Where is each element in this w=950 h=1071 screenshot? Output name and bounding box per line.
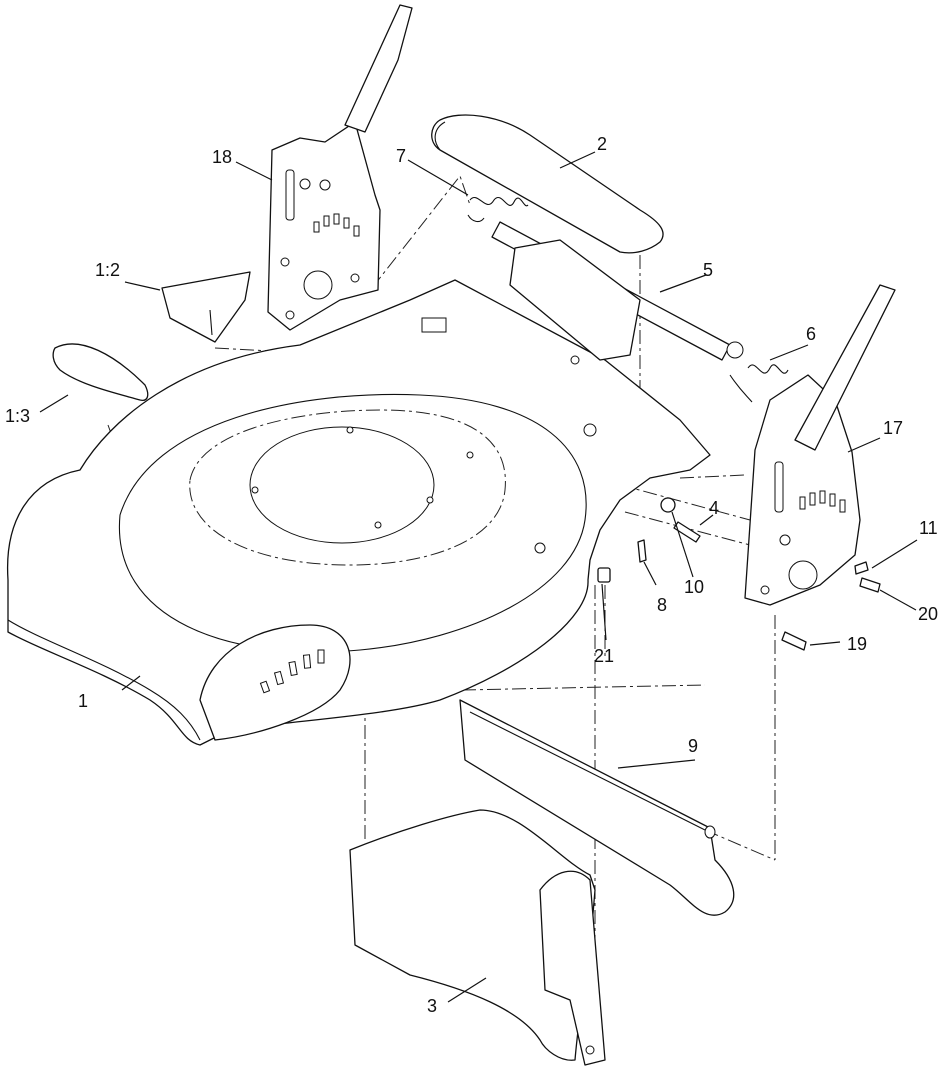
clip-20 <box>859 577 881 593</box>
left-height-lever <box>267 4 413 331</box>
callout-labels: 1 1:2 1:3 2 3 4 5 6 7 8 9 10 11 17 18 19… <box>5 134 938 1016</box>
bolt-4 <box>673 521 701 543</box>
right-lever-handle <box>794 284 896 451</box>
callout-4: 4 <box>709 498 719 518</box>
callout-21: 21 <box>594 646 614 666</box>
front-baffle <box>52 343 149 401</box>
rear-shield <box>431 114 664 254</box>
callout-7: 7 <box>396 146 406 166</box>
rear-hinge-plate <box>459 699 735 916</box>
right-height-lever <box>744 284 896 606</box>
callout-11: 11 <box>919 518 938 538</box>
right-lever-pivot <box>788 560 818 590</box>
fasteners <box>597 497 881 651</box>
rear-chute-side <box>539 870 606 1066</box>
callout-19: 19 <box>847 634 867 654</box>
callout-9: 9 <box>688 736 698 756</box>
nut-21 <box>597 567 611 583</box>
side-baffle <box>161 271 251 343</box>
rear-chute <box>349 809 606 1066</box>
callout-1: 1 <box>78 691 88 711</box>
callout-leaders <box>39 151 918 1003</box>
screw-11 <box>854 561 869 575</box>
height-adjust-rod <box>491 221 744 361</box>
bolt-8 <box>637 539 647 563</box>
callout-1-3: 1:3 <box>5 406 30 426</box>
deck-wheel-pocket <box>199 624 351 741</box>
left-lever-pivot <box>303 270 333 300</box>
bolt-19 <box>781 631 807 651</box>
callout-17: 17 <box>883 418 903 438</box>
callout-2: 2 <box>597 134 607 154</box>
deck-vent <box>421 317 447 333</box>
callout-3: 3 <box>427 996 437 1016</box>
callout-6: 6 <box>806 324 816 344</box>
left-lever-handle <box>344 4 413 133</box>
callout-8: 8 <box>657 595 667 615</box>
callout-18: 18 <box>212 147 232 167</box>
callout-20: 20 <box>918 604 938 624</box>
deck-housing <box>6 279 711 746</box>
spring-right <box>729 364 789 403</box>
nut-10 <box>660 497 676 513</box>
deck-center-hole <box>249 426 435 544</box>
callout-1-2: 1:2 <box>95 260 120 280</box>
callout-10: 10 <box>684 577 704 597</box>
spring-left <box>467 197 529 223</box>
callout-5: 5 <box>703 260 713 280</box>
